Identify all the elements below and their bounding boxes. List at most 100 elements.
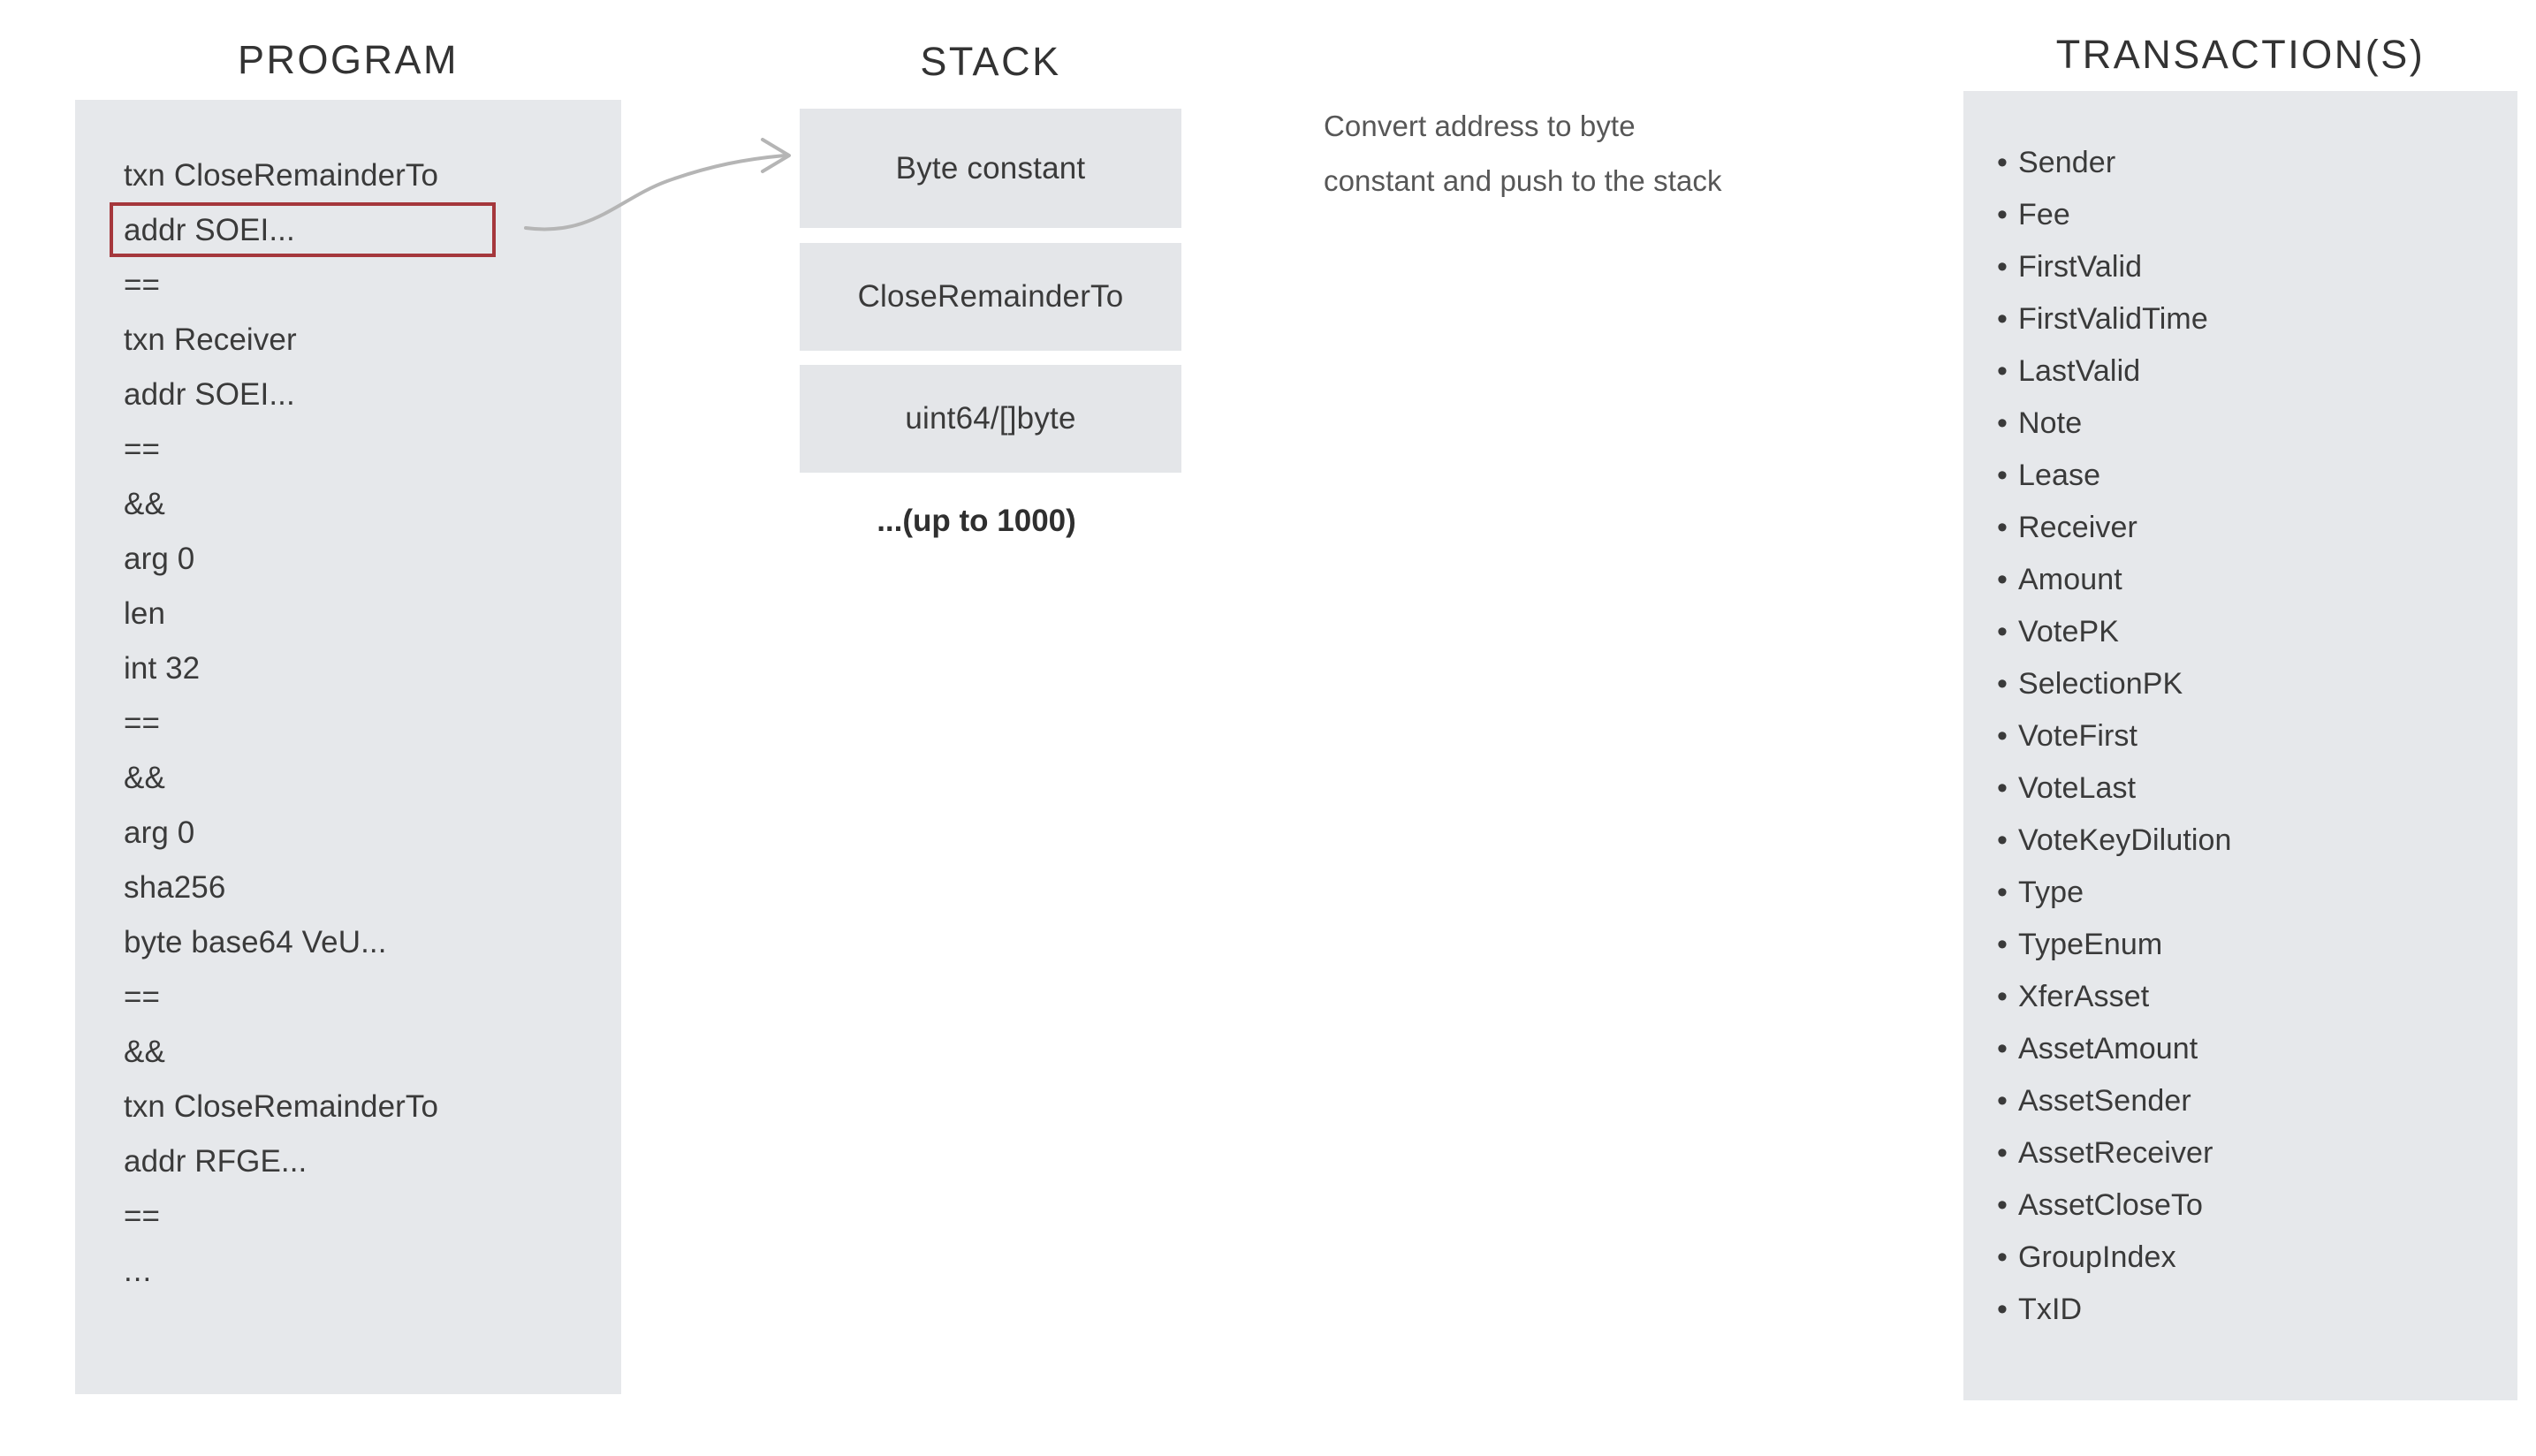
program-line-text: addr SOEI... bbox=[124, 377, 295, 412]
transaction-field-item: •Lease bbox=[1997, 450, 2509, 502]
transaction-field-item: • Receiver bbox=[1997, 502, 2509, 554]
annotation-note: Convert address to byte constant and pus… bbox=[1324, 99, 1854, 209]
bullet-icon: • bbox=[1997, 980, 2008, 1013]
transaction-field-label: Amount bbox=[2018, 563, 2122, 596]
bullet-icon: • bbox=[1997, 354, 2008, 388]
program-line-text: sha256 bbox=[124, 870, 226, 905]
program-line: txn Receiver bbox=[124, 313, 619, 368]
transaction-field-item: • VoteKeyDilution bbox=[1997, 815, 2509, 867]
transaction-field-label: AssetCloseTo bbox=[2018, 1188, 2204, 1222]
stack-item-byte-constant: Byte constant bbox=[800, 109, 1181, 228]
transaction-field-item: •AssetAmount bbox=[1997, 1023, 2509, 1075]
bullet-icon: • bbox=[1997, 198, 2008, 231]
program-line-text: addr SOEI... bbox=[124, 213, 295, 247]
transaction-field-item: • AssetCloseTo bbox=[1997, 1179, 2509, 1232]
bullet-icon: • bbox=[1997, 563, 2008, 596]
transaction-field-label: VoteLast bbox=[2018, 771, 2137, 805]
stack-item-close-remainder-to: CloseRemainderTo bbox=[800, 243, 1181, 351]
transaction-field-list: •Sender•Fee•FirstValid•FirstValidTime•La… bbox=[1997, 137, 2509, 1336]
transaction-field-label: TypeEnum bbox=[2018, 928, 2163, 961]
transaction-field-item: • GroupIndex bbox=[1997, 1232, 2509, 1284]
bullet-icon: • bbox=[1997, 1084, 2008, 1118]
transaction-field-item: • LastValid bbox=[1997, 345, 2509, 398]
transaction-field-item: • Note bbox=[1997, 398, 2509, 450]
bullet-icon: • bbox=[1997, 928, 2008, 961]
program-line-text: == bbox=[124, 268, 161, 302]
transaction-field-item: •SelectionPK bbox=[1997, 658, 2509, 710]
program-line-text: txn Receiver bbox=[124, 322, 297, 357]
transaction-field-label: FirstValidTime bbox=[2018, 302, 2208, 336]
transaction-field-label: Sender bbox=[2018, 146, 2116, 179]
bullet-icon: • bbox=[1997, 771, 2008, 805]
stack-item-label: uint64/[]byte bbox=[905, 401, 1076, 436]
transaction-field-label: GroupIndex bbox=[2018, 1240, 2176, 1274]
program-line-text: txn CloseRemainderTo bbox=[124, 158, 439, 193]
bullet-icon: • bbox=[1997, 1188, 2008, 1222]
program-line-text: len bbox=[124, 596, 166, 631]
bullet-icon: • bbox=[1997, 1240, 2008, 1274]
bullet-icon: • bbox=[1997, 719, 2008, 753]
program-line: addr SOEI... bbox=[124, 368, 619, 422]
program-line: && bbox=[124, 751, 619, 806]
program-line-text: && bbox=[124, 761, 165, 795]
transaction-field-label: VoteFirst bbox=[2018, 719, 2138, 753]
transaction-field-item: • VotePK bbox=[1997, 606, 2509, 658]
transaction-field-label: LastValid bbox=[2018, 354, 2141, 388]
program-line-text: == bbox=[124, 980, 161, 1014]
program-line: == bbox=[124, 696, 619, 751]
transaction-field-label: VotePK bbox=[2018, 615, 2120, 648]
transaction-field-item: • VoteFirst bbox=[1997, 710, 2509, 762]
transaction-field-item: • FirstValidTime bbox=[1997, 293, 2509, 345]
transaction-field-label: Fee bbox=[2018, 198, 2070, 231]
stack-capacity-note: ...(up to 1000) bbox=[877, 504, 1076, 538]
program-line-text: addr RFGE... bbox=[124, 1144, 308, 1179]
program-line-text: arg 0 bbox=[124, 542, 195, 576]
program-line: && bbox=[124, 1025, 619, 1080]
stack-item-label: Byte constant bbox=[895, 150, 1086, 186]
bullet-icon: • bbox=[1997, 876, 2008, 909]
transaction-field-label: FirstValid bbox=[2018, 250, 2143, 284]
transaction-field-item: • XferAsset bbox=[1997, 971, 2509, 1023]
program-line-text: && bbox=[124, 487, 165, 521]
transaction-field-item: •Sender bbox=[1997, 137, 2509, 189]
bullet-icon: • bbox=[1997, 615, 2008, 648]
transactions-panel bbox=[1963, 91, 2517, 1400]
program-line-text: == bbox=[124, 1199, 161, 1233]
transaction-field-label: Note bbox=[2018, 406, 2083, 440]
program-line: && bbox=[124, 477, 619, 532]
transaction-field-label: XferAsset bbox=[2018, 980, 2150, 1013]
program-line-text: ... bbox=[124, 1254, 153, 1288]
program-line-text: && bbox=[124, 1035, 165, 1069]
program-line: == bbox=[124, 970, 619, 1025]
program-line: == bbox=[124, 422, 619, 477]
transaction-field-item: • AssetSender bbox=[1997, 1075, 2509, 1127]
program-instruction-list: txn CloseRemainderTo addr SOEI... == txn Re… bbox=[110, 148, 619, 1299]
program-line: txn CloseRemainderTo bbox=[124, 1080, 619, 1134]
transaction-field-item: • TypeEnum bbox=[1997, 919, 2509, 971]
transaction-field-item: •TxID bbox=[1997, 1284, 2509, 1336]
bullet-icon: • bbox=[1997, 406, 2008, 440]
transaction-field-label: VoteKeyDilution bbox=[2018, 823, 2232, 857]
program-line-text: byte base64 VeU... bbox=[124, 925, 387, 959]
bullet-icon: • bbox=[1997, 1136, 2008, 1170]
transaction-field-item: • AssetReceiver bbox=[1997, 1127, 2509, 1179]
program-line-text: int 32 bbox=[124, 651, 201, 686]
annotation-line-1: Convert address to byte bbox=[1324, 110, 1636, 142]
program-line: txn CloseRemainderTo bbox=[124, 148, 619, 203]
program-line: len bbox=[124, 587, 619, 641]
stack-column-title: STACK bbox=[920, 39, 1061, 84]
transaction-field-item: •FirstValid bbox=[1997, 241, 2509, 293]
program-line-text: txn CloseRemainderTo bbox=[124, 1089, 439, 1124]
stack-item-uint64-bytes: uint64/[]byte bbox=[800, 365, 1181, 473]
bullet-icon: • bbox=[1997, 823, 2008, 857]
transaction-field-label: Receiver bbox=[2018, 511, 2137, 544]
stack-item-label: CloseRemainderTo bbox=[857, 279, 1124, 314]
transaction-field-label: AssetReceiver bbox=[2018, 1136, 2213, 1170]
bullet-icon: • bbox=[1997, 302, 2008, 336]
program-line-text: == bbox=[124, 706, 161, 740]
transaction-field-item: •Type bbox=[1997, 867, 2509, 919]
bullet-icon: • bbox=[1997, 511, 2008, 544]
transaction-field-label: AssetSender bbox=[2018, 1084, 2191, 1118]
flow-arrow-icon bbox=[524, 138, 791, 231]
program-line: byte base64 VeU... bbox=[124, 915, 619, 970]
